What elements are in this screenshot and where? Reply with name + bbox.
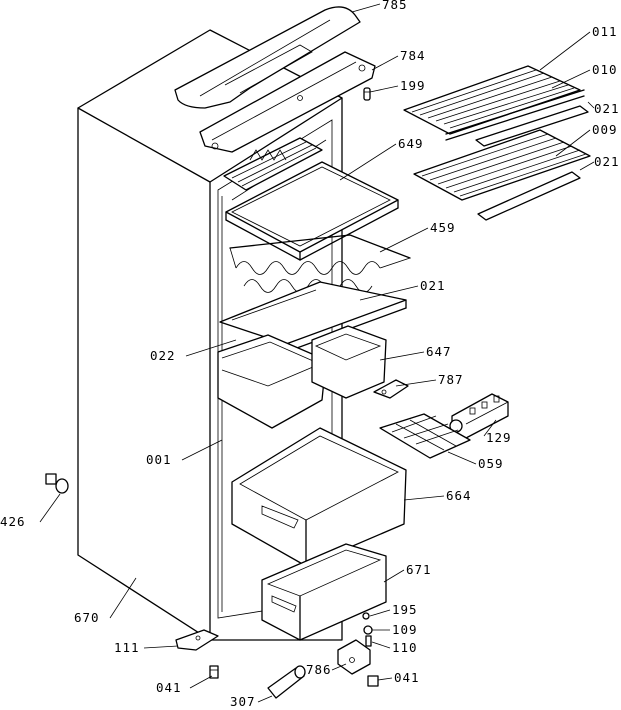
callout-785: 785: [382, 0, 408, 12]
top-trim-cover: [174, 6, 361, 109]
screw-041-left: [209, 665, 219, 679]
callout-041-left: 041: [156, 680, 182, 695]
callout-784: 784: [400, 48, 426, 63]
washer-stack-195-109-110: [362, 612, 373, 647]
freezer-drawer-671: [261, 543, 387, 641]
callout-129: 129: [486, 430, 512, 445]
callout-426: 426: [0, 514, 26, 529]
callout-459: 459: [430, 220, 456, 235]
callout-001: 001: [146, 452, 172, 467]
screw-199: [363, 87, 371, 101]
ice-bracket-787: [373, 379, 409, 399]
callout-021-mid: 021: [594, 154, 620, 169]
hinge-plate: [199, 51, 376, 153]
wire-shelf-009: [413, 129, 591, 201]
callout-059: 059: [478, 456, 504, 471]
bottom-hinge-111: [175, 629, 219, 651]
callout-011: 011: [592, 24, 618, 39]
glass-shelf-649: [225, 161, 399, 261]
callout-786: 786: [306, 662, 332, 677]
callout-111: 111: [114, 640, 140, 655]
callout-195: 195: [392, 602, 418, 617]
callout-010: 010: [592, 62, 618, 77]
evaporator-grid: [223, 137, 323, 191]
door-stop-426: [45, 473, 69, 494]
callout-647: 647: [426, 344, 452, 359]
callout-664: 664: [446, 488, 472, 503]
crisper-drawer-647: [217, 325, 387, 429]
hinge-786: [337, 639, 371, 675]
wire-shelf-011: [403, 65, 585, 141]
callout-307: 307: [230, 694, 256, 709]
tube-307: [267, 665, 306, 699]
callout-199: 199: [400, 78, 426, 93]
callout-021-top: 021: [594, 101, 620, 116]
callout-021-low: 021: [420, 278, 446, 293]
callout-671: 671: [406, 562, 432, 577]
callout-009: 009: [592, 122, 618, 137]
leader-lines: [39, 3, 595, 703]
shelf-trim-021: [475, 105, 589, 221]
callout-022: 022: [150, 348, 176, 363]
callout-649: 649: [398, 136, 424, 151]
bottle-rack-459: [229, 234, 411, 293]
screw-041-right: [367, 675, 379, 687]
callout-670: 670: [74, 610, 100, 625]
callout-041-right: 041: [394, 670, 420, 685]
callout-109: 109: [392, 622, 418, 637]
ice-tray-059: [379, 413, 471, 459]
callout-787: 787: [438, 372, 464, 387]
freezer-drawer-664: [231, 427, 407, 567]
callout-110: 110: [392, 640, 418, 655]
